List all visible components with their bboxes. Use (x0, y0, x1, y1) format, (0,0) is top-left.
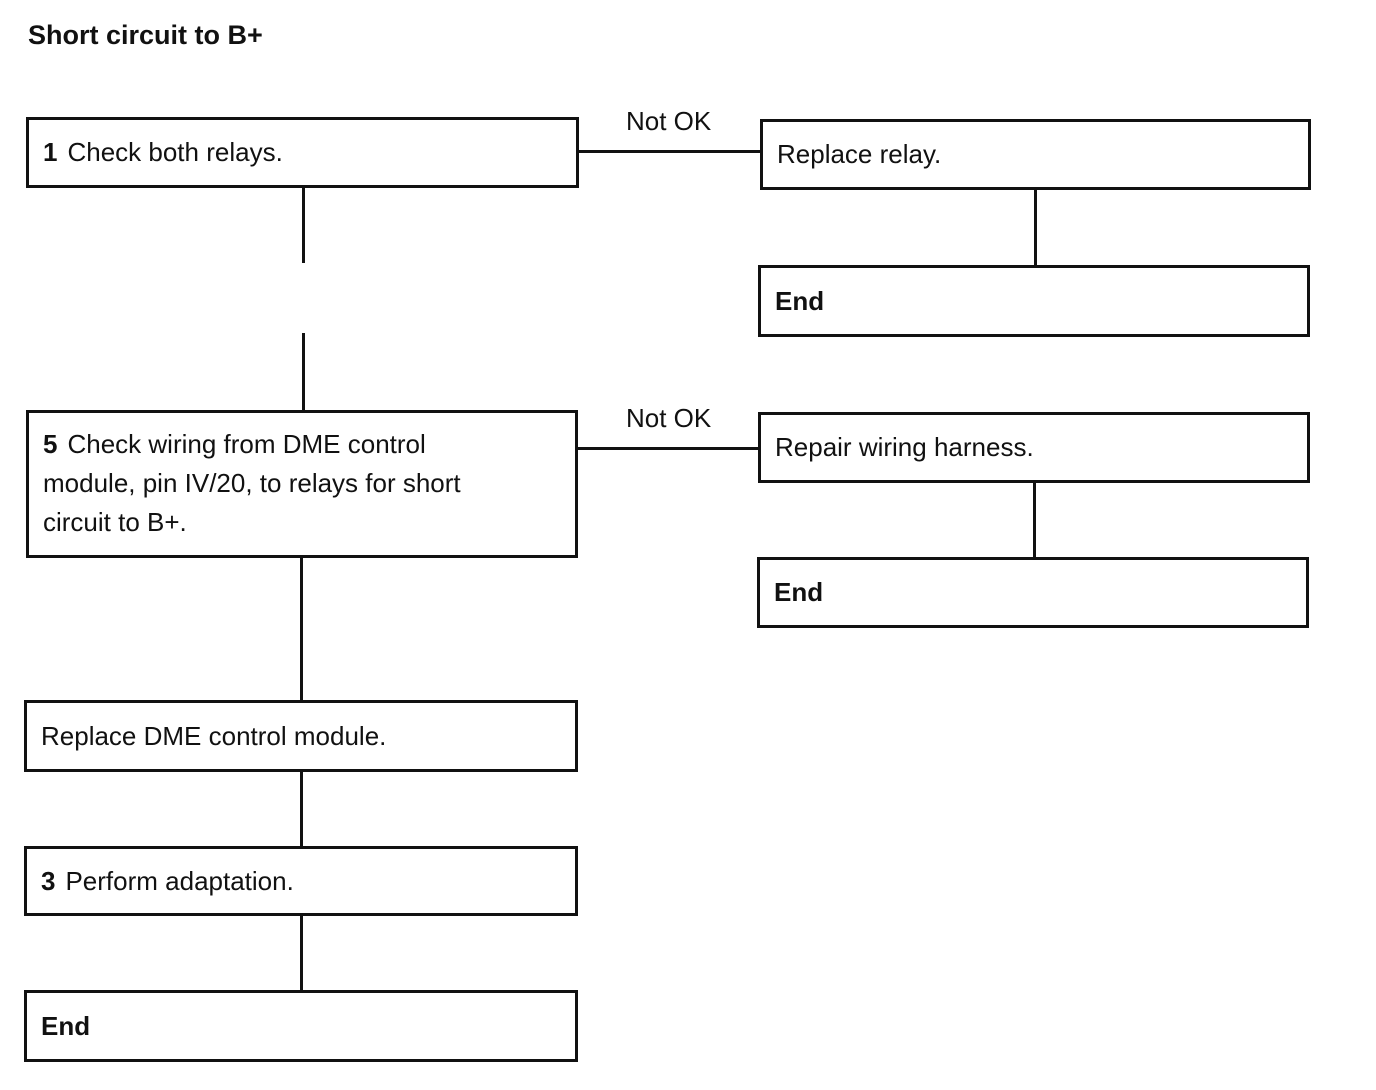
connector-replace-dme-to-step3 (300, 770, 303, 848)
page-title: Short circuit to B+ (28, 20, 263, 50)
step-1-box: 1 Check both relays. (26, 117, 579, 188)
connector-step5-to-repair-harness (576, 447, 761, 450)
replace-dme-box: Replace DME control module. (24, 700, 578, 772)
replace-relay-box: Replace relay. (760, 119, 1311, 190)
end-label: End (775, 285, 825, 316)
action-text: Repair wiring harness. (775, 432, 1034, 462)
end-label: End (774, 577, 824, 607)
step-text: Check wiring from DME control module, pi… (43, 429, 461, 537)
action-text: Replace relay. (777, 139, 942, 169)
connector-step1-to-replace-relay (577, 150, 762, 153)
end-box-relay: End (758, 265, 1310, 337)
step-text: Perform adaptation. (65, 865, 294, 896)
connector-step5-to-replace-dme (300, 556, 303, 702)
edge-label-not-ok-wiring: Not OK (626, 403, 712, 433)
connector-step1-down (302, 186, 305, 263)
end-box-harness: End (757, 557, 1309, 628)
edge-label-not-ok-relays: Not OK (626, 106, 712, 136)
step-number: 5 (43, 429, 58, 459)
connector-repair-harness-to-end (1033, 481, 1036, 560)
connector-replace-relay-to-end (1034, 188, 1037, 268)
connector-step3-to-end (300, 914, 303, 992)
connector-to-step5 (302, 333, 305, 412)
step-number: 3 (41, 865, 56, 896)
step-number: 1 (43, 137, 58, 167)
step-text: Check both relays. (67, 137, 283, 167)
action-text: Replace DME control module. (41, 720, 387, 751)
end-box-final: End (24, 990, 578, 1062)
end-label: End (41, 1010, 91, 1041)
step-3-box: 3 Perform adaptation. (24, 846, 578, 916)
repair-harness-box: Repair wiring harness. (758, 412, 1310, 483)
